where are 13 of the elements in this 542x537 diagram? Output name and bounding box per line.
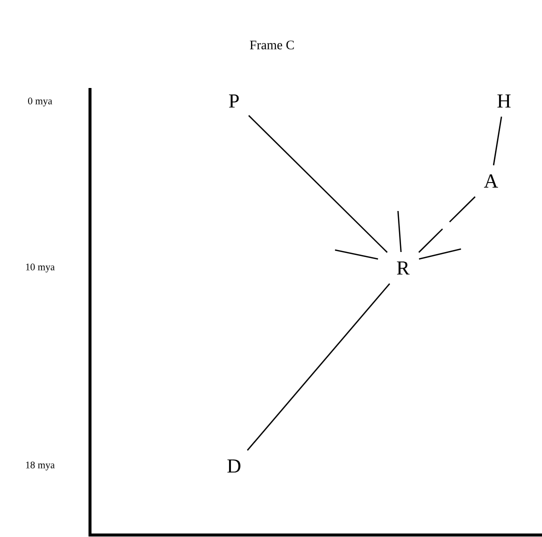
time-label: 10 mya xyxy=(26,264,55,272)
branch-line xyxy=(492,116,502,166)
taxon-label: H xyxy=(497,94,511,108)
taxon-label: P xyxy=(229,94,239,108)
taxon-label: A xyxy=(484,174,498,188)
taxon-label: R xyxy=(396,261,410,275)
taxon-label: D xyxy=(227,459,240,473)
branch-line xyxy=(248,115,388,253)
branch-line xyxy=(246,283,390,451)
branch-line xyxy=(418,196,476,253)
time-label: 0 mya xyxy=(28,98,52,106)
time-label: 18 mya xyxy=(26,462,55,470)
title: Frame C xyxy=(250,40,294,50)
